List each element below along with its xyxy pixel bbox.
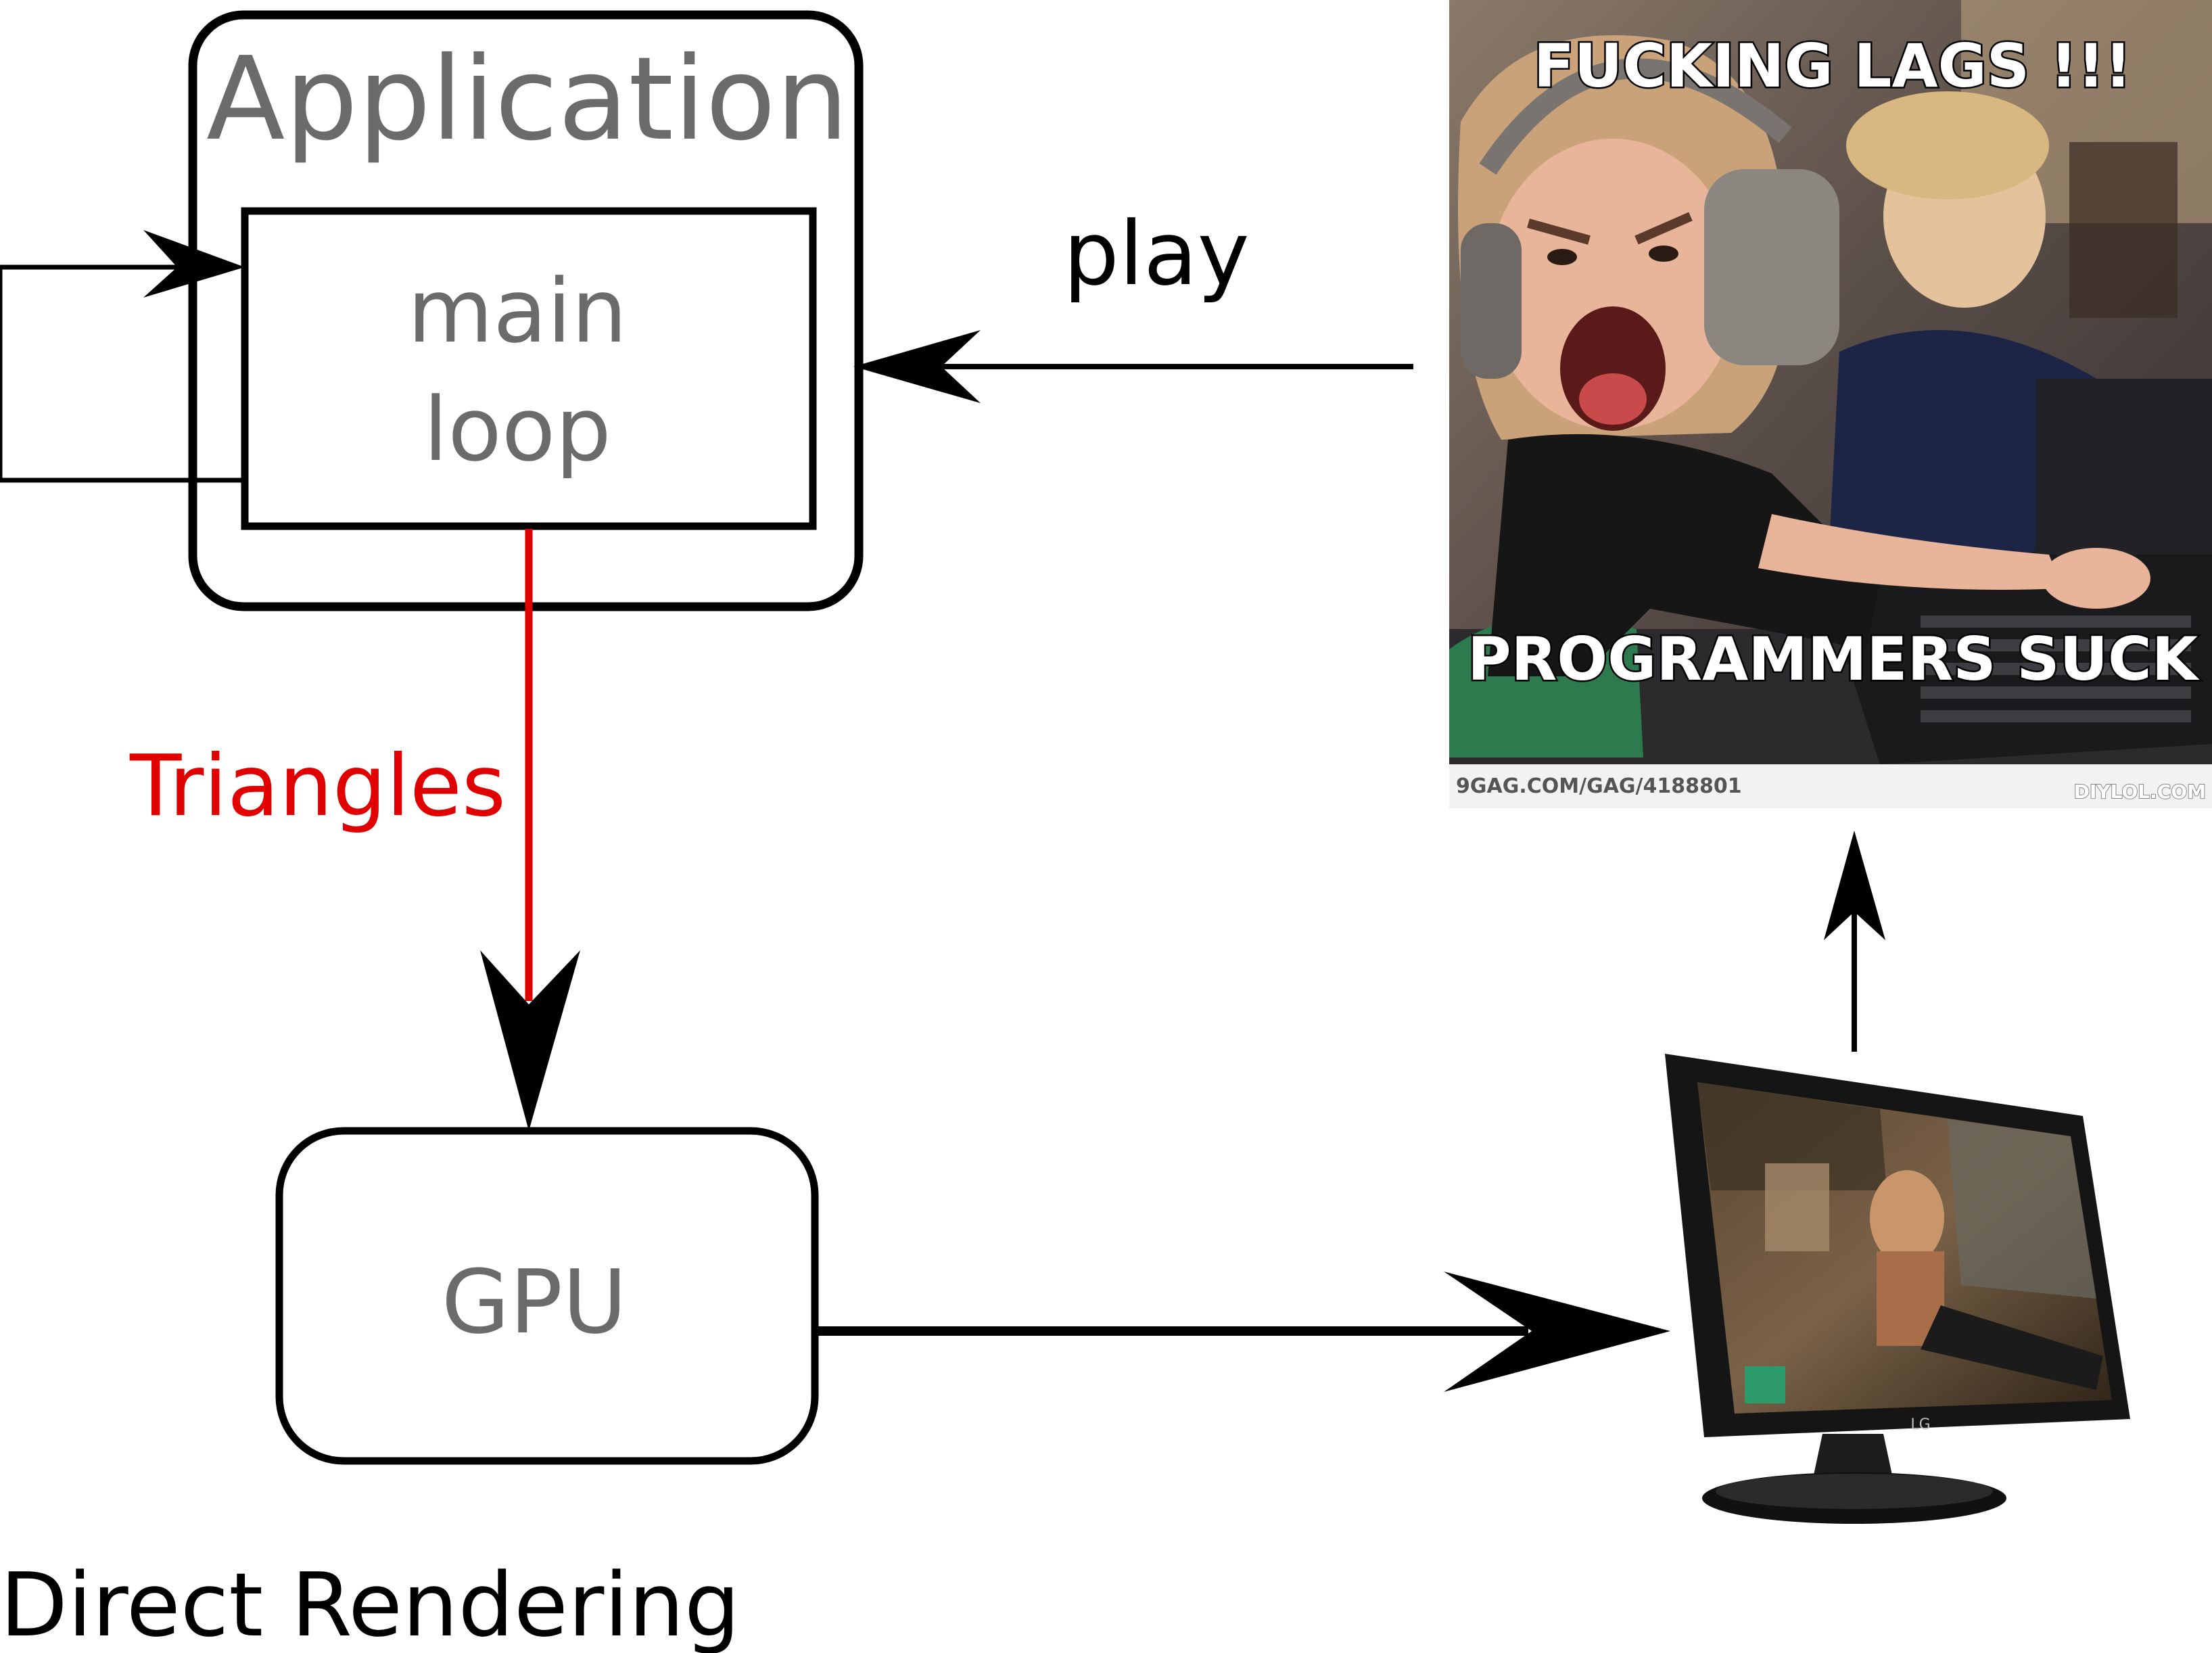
monitor-image: LG (1665, 1054, 2130, 1524)
angry-gamer-meme-image: FUCKING LAGS !!! PROGRAMMERS SUCK 9GAG.C… (1449, 0, 2212, 808)
diagram-caption: Direct Rendering (0, 1554, 740, 1653)
application-label: Application (206, 32, 849, 166)
gpu-to-monitor-arrowhead (1444, 1272, 1670, 1392)
meme-bottom-text: PROGRAMMERS SUCK (1467, 624, 2200, 694)
triangles-label: Triangles (129, 737, 506, 835)
play-label: play (1063, 202, 1249, 305)
meme-top-text: FUCKING LAGS !!! (1534, 31, 2132, 101)
loop-feedback-line (0, 264, 245, 483)
triangles-arrowhead (480, 950, 580, 1131)
play-arrowhead (853, 330, 981, 403)
main-loop-label-line2: loop (423, 378, 611, 481)
gpu-label: GPU (442, 1251, 627, 1353)
meme-footer-left: 9GAG.COM/GAG/4188801 (1456, 774, 1742, 798)
monitor-to-player-arrowhead (1824, 831, 1885, 940)
main-loop-box (241, 207, 817, 530)
gpu-box (275, 1127, 819, 1465)
meme-footer-right: DIYLOL.COM (2074, 781, 2206, 803)
monitor-brand-logo: LG (1910, 1416, 1930, 1433)
main-loop-label-line1: main (408, 260, 628, 363)
loop-feedback-arrowhead (143, 230, 245, 298)
